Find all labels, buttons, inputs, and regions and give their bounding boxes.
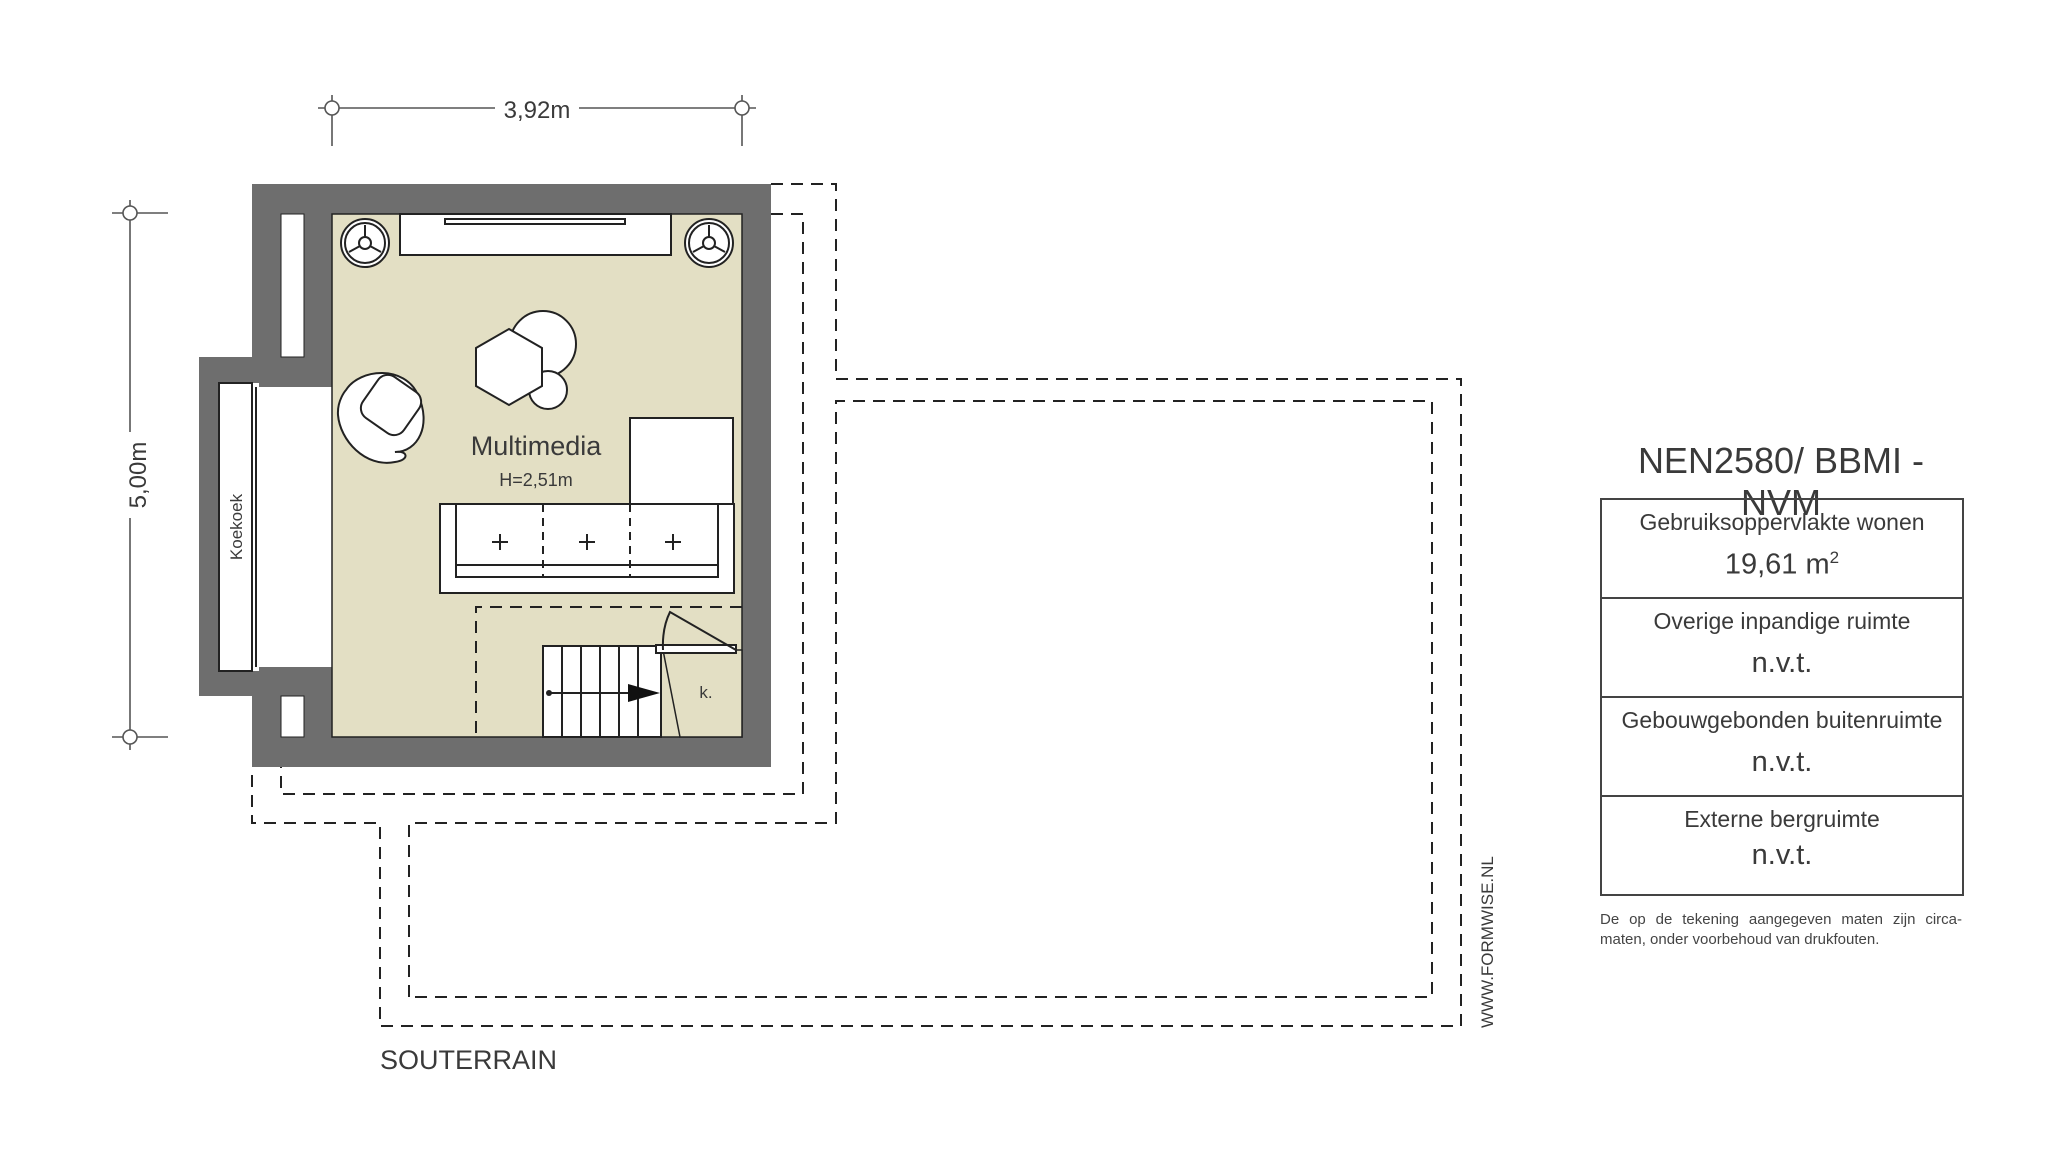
coffee-table xyxy=(475,310,577,410)
outline-dashed-garden xyxy=(408,400,1433,998)
height-dimension: 5,00m xyxy=(112,200,168,750)
area-value-text: 19,61 m xyxy=(1724,548,1830,581)
summary-title: NEN2580/ BBMI - NVM xyxy=(1637,440,1925,523)
outline-dashed-outer xyxy=(251,183,1462,1027)
area-value: n.v.t. xyxy=(1751,746,1813,778)
area-value: n.v.t. xyxy=(1751,647,1813,679)
area-row: Overige inpandige ruimte n.v.t. xyxy=(1602,599,1962,698)
armchair xyxy=(336,372,425,464)
bay-floor xyxy=(259,387,332,667)
floor-lamp-icon xyxy=(684,218,734,268)
room-height: H=2,51m xyxy=(499,470,573,490)
area-label: Externe bergruimte xyxy=(1684,806,1880,832)
width-dimension-label: 3,92m xyxy=(504,97,571,124)
area-value: n.v.t. xyxy=(1751,839,1813,871)
area-label: Gebouwgebonden buitenruimte xyxy=(1621,707,1943,733)
sofa xyxy=(439,503,735,594)
width-dimension: 3,92m xyxy=(318,94,756,146)
area-value: 19,61 m2 xyxy=(1602,536,1962,582)
outline-dashed-inner xyxy=(280,213,804,795)
stair-void xyxy=(475,606,742,737)
closet-door xyxy=(655,610,737,654)
wall-niche xyxy=(280,213,305,358)
area-row: Gebruiksoppervlakte wonen 19,61 m2 xyxy=(1602,500,1962,599)
bay-label: Koekoek xyxy=(227,493,246,560)
wall-niche xyxy=(280,695,305,738)
closet-label: k. xyxy=(699,683,712,702)
bay-window xyxy=(218,382,253,672)
cabinet xyxy=(629,417,734,505)
watermark: WWW.FORMWISE.NL xyxy=(1478,856,1497,1028)
tv xyxy=(444,218,626,225)
area-unit-sup: 2 xyxy=(1829,548,1840,567)
area-row: Externe bergruimte n.v.t. xyxy=(1602,797,1962,894)
disclaimer-note: De op de tekening aangegeven maten zijn … xyxy=(1600,911,1962,948)
area-row: Gebouwgebonden buitenruimte n.v.t. xyxy=(1602,698,1962,797)
height-dimension-label: 5,00m xyxy=(125,442,152,509)
area-label: Gebruiksoppervlakte wonen xyxy=(1639,509,1925,535)
staircase xyxy=(542,645,662,738)
area-summary-table: Gebruiksoppervlakte wonen 19,61 m2 Overi… xyxy=(1600,498,1964,896)
room-name: Multimedia xyxy=(471,431,603,461)
floor-lamp-icon xyxy=(340,218,390,268)
area-label: Overige inpandige ruimte xyxy=(1653,608,1911,634)
floor-name: SOUTERRAIN xyxy=(380,1045,557,1075)
